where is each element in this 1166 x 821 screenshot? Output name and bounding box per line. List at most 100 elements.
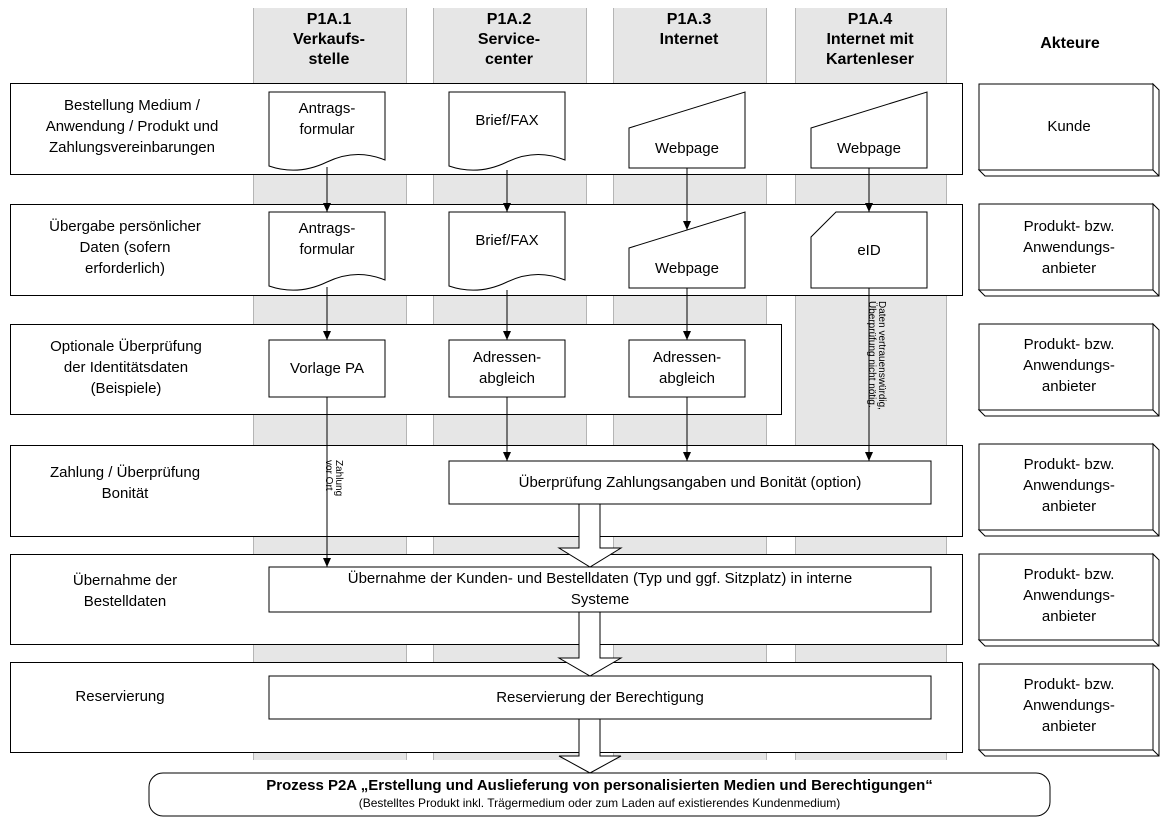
lane-id: P1A.3: [666, 11, 712, 28]
shape-text-line: formular: [299, 241, 355, 258]
actors-header: Akteure: [1040, 35, 1100, 52]
document-shape-brief-2: [448, 211, 566, 291]
document-shape-brief-1: [448, 91, 566, 171]
lane-name-line: Service-: [477, 31, 541, 48]
block-arrow-2: [557, 611, 623, 677]
antrag-text-1: Antrags- formular: [269, 98, 385, 140]
actor-line: Anwendungs-: [1023, 477, 1115, 494]
uebernahme-box-text: Übernahme der Kunden- und Bestelldaten (…: [269, 568, 931, 610]
row-label-line: Optionale Überprüfung: [50, 338, 202, 355]
shape-text-line: abgleich: [659, 370, 715, 387]
vorlage-text: Vorlage PA: [290, 360, 364, 377]
footer-title: Prozess P2A „Erstellung und Auslieferung…: [266, 777, 933, 794]
antrag-text-2: Antrags- formular: [269, 218, 385, 260]
shape-text-line: Systeme: [570, 591, 630, 608]
webpage-shape-2: [810, 91, 928, 169]
actor-line: Produkt- bzw.: [1023, 218, 1115, 235]
actor-line: anbieter: [1041, 260, 1097, 277]
row-label-line: Bestellung Medium /: [64, 97, 200, 114]
box-zahlung: [448, 460, 932, 505]
row-label-line: Daten (sofern: [79, 239, 171, 256]
note-daten-vertrauen: Daten vertrauenswürdig, Überprüfung nich…: [866, 301, 887, 410]
actor-line: anbieter: [1041, 378, 1097, 395]
lane-name-line: Verkaufs-: [292, 31, 366, 48]
actor-box-anbieter-4: [977, 552, 1160, 647]
row-label-line: der Identitätsdaten: [63, 359, 189, 376]
actor-text-anbieter-2: Produkt- bzw. Anwendungs- anbieter: [982, 334, 1156, 397]
shape-text-line: formular: [299, 121, 355, 138]
lane-header-p1a1: P1A.1 Verkaufs- stelle: [253, 10, 405, 72]
lane-header-p1a3: P1A.3 Internet: [613, 10, 765, 72]
row-label-line: erforderlich): [84, 260, 166, 277]
actor-line: Anwendungs-: [1023, 357, 1115, 374]
row-label-line: Übergabe persönlicher: [49, 218, 201, 235]
actor-line: Produkt- bzw.: [1023, 456, 1115, 473]
shape-text-line: Adressen-: [472, 349, 542, 366]
note-zahlung-vor-ort: Zahlung vor Ort: [323, 460, 344, 496]
lane-name-line: stelle: [308, 51, 350, 68]
actor-line: anbieter: [1041, 498, 1097, 515]
actor-box-anbieter-3: [977, 442, 1160, 537]
actor-text-anbieter-1: Produkt- bzw. Anwendungs- anbieter: [982, 216, 1156, 279]
row-label-line: Zahlung / Überprüfung: [49, 464, 201, 481]
reservierung-box-text: Reservierung der Berechtigung: [496, 689, 704, 706]
eid-text: eID: [857, 242, 881, 259]
actor-line: Anwendungs-: [1023, 697, 1115, 714]
row-label-bestellung: Bestellung Medium / Anwendung / Produkt …: [10, 95, 254, 158]
note-line: vor Ort: [323, 460, 334, 491]
shape-text-line: Übernahme der Kunden- und Bestelldaten (…: [347, 570, 853, 587]
note-line: Daten vertrauenswürdig,: [876, 301, 887, 410]
webpage-shape-1: [628, 91, 746, 169]
actor-box-kunde: [977, 82, 1160, 177]
lane-id: P1A.4: [847, 11, 893, 28]
lane-name-line: Internet: [659, 31, 719, 48]
block-arrow-3: [558, 718, 622, 774]
row-label-reservierung: Reservierung: [10, 686, 230, 707]
row-label-line: Anwendung / Produkt und: [45, 118, 219, 135]
row-label-line: Übernahme der: [72, 572, 178, 589]
webpage-text-1: Webpage: [655, 140, 719, 157]
shape-text-line: abgleich: [479, 370, 535, 387]
shape-text-line: Antrags-: [298, 100, 356, 117]
actor-line: Anwendungs-: [1023, 239, 1115, 256]
actor-box-anbieter-5: [977, 662, 1160, 757]
actor-box-anbieter-2: [977, 322, 1160, 417]
box-reservierung: [268, 675, 932, 720]
webpage-shape-3: [628, 211, 746, 289]
webpage-text-2: Webpage: [837, 140, 901, 157]
actor-line: Produkt- bzw.: [1023, 566, 1115, 583]
brief-text-1: Brief/FAX: [475, 112, 539, 129]
row-label-line: Zahlungsvereinbarungen: [49, 139, 215, 156]
lane-header-p1a4: P1A.4 Internet mit Kartenleser: [795, 10, 945, 72]
actor-text-anbieter-3: Produkt- bzw. Anwendungs- anbieter: [982, 454, 1156, 517]
actor-text-anbieter-4: Produkt- bzw. Anwendungs- anbieter: [982, 564, 1156, 627]
zahlung-box-text: Überprüfung Zahlungsangaben und Bonität …: [518, 474, 862, 491]
lane-id: P1A.2: [486, 11, 532, 28]
shape-text-line: Antrags-: [298, 220, 356, 237]
actor-box-anbieter-1: [977, 202, 1160, 297]
row-label-line: (Beispiele): [90, 380, 162, 397]
adressen-text-1: Adressen- abgleich: [449, 347, 565, 389]
actor-line: Produkt- bzw.: [1023, 336, 1115, 353]
lane-name-line: Internet mit: [826, 31, 914, 48]
row-label-uebernahme: Übernahme der Bestelldaten: [10, 570, 240, 612]
document-shape-antrag-2: [268, 211, 386, 291]
row-label-uebergabe: Übergabe persönlicher Daten (sofern erfo…: [10, 216, 240, 279]
row-label-zahlung: Zahlung / Überprüfung Bonität: [10, 462, 240, 504]
adressen-text-2: Adressen- abgleich: [629, 347, 745, 389]
actor-line: anbieter: [1041, 608, 1097, 625]
row-label-line: Bonität: [101, 485, 149, 502]
row-label-line: Reservierung: [75, 688, 165, 705]
row-label-line: Bestelldaten: [83, 593, 167, 610]
footer-subtitle: (Bestelltes Produkt inkl. Trägermedium o…: [358, 796, 841, 810]
document-shape-antrag-1: [268, 91, 386, 171]
lane-id: P1A.1: [306, 11, 352, 28]
actor-line: anbieter: [1041, 718, 1097, 735]
shape-text-line: Adressen-: [652, 349, 722, 366]
actor-text-kunde: Kunde: [1047, 118, 1091, 135]
block-arrow-1: [557, 503, 623, 568]
lane-name-line: center: [484, 51, 534, 68]
lane-name-line: Kartenleser: [825, 51, 915, 68]
box-adressen-1: [448, 339, 566, 398]
